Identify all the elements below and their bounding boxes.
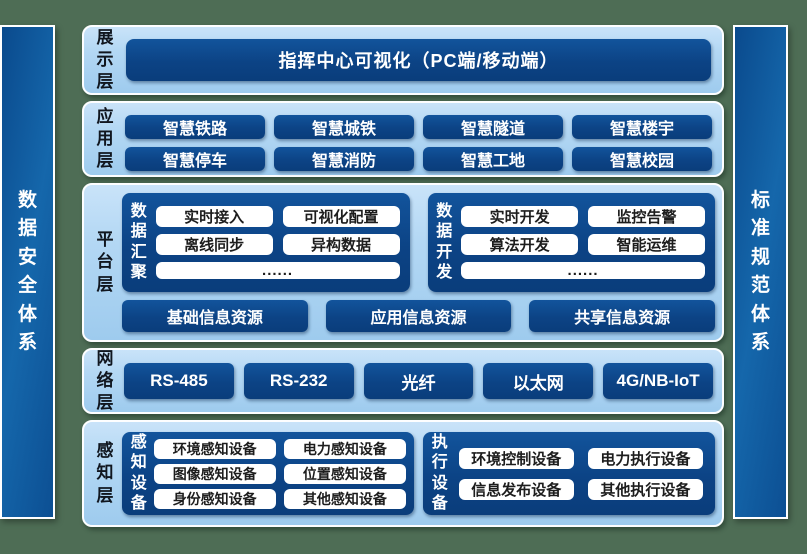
net-item-rs485: RS-485 bbox=[124, 363, 234, 399]
pill-env-control: 环境控制设备 bbox=[458, 447, 574, 469]
platform-resources-row: 基础信息资源 应用信息资源 共享信息资源 bbox=[122, 300, 716, 332]
pill-algorithm-dev: 算法开发 bbox=[461, 234, 579, 255]
pill-offline-sync: 离线同步 bbox=[155, 234, 273, 255]
layer-perception-content: 感知设备 环境感知设备 电力感知设备 图像感知设备 位置感知设备 身份感知设备 … bbox=[122, 427, 715, 520]
app-item-smart-fire: 智慧消防 bbox=[274, 147, 414, 171]
app-item-smart-campus: 智慧校园 bbox=[572, 147, 712, 171]
resource-application-info: 应用信息资源 bbox=[325, 300, 512, 332]
sensing-devices-panel: 感知设备 环境感知设备 电力感知设备 图像感知设备 位置感知设备 身份感知设备 … bbox=[122, 432, 414, 515]
resource-shared-info: 共享信息资源 bbox=[529, 300, 716, 332]
layer-platform-label: 平台层 bbox=[96, 230, 114, 294]
app-item-smart-railway: 智慧铁路 bbox=[125, 115, 265, 139]
data-aggregation-grid: 实时接入 可视化配置 离线同步 异构数据 ...... bbox=[155, 206, 400, 279]
pill-aggregation-more: ...... bbox=[155, 262, 400, 279]
pill-visual-config: 可视化配置 bbox=[282, 206, 400, 227]
data-development-panel-label: 数据开发 bbox=[436, 202, 453, 281]
platform-groups-row: 数据汇聚 实时接入 可视化配置 离线同步 异构数据 ...... 数据开发 实时… bbox=[122, 193, 715, 292]
layer-display-label: 展示层 bbox=[96, 27, 114, 92]
actuator-devices-grid: 环境控制设备 电力执行设备 信息发布设备 其他执行设备 bbox=[455, 446, 707, 502]
layer-display: 展示层 指挥中心可视化（PC端/移动端） bbox=[82, 25, 724, 95]
layer-application: 应用层 智慧铁路 智慧城铁 智慧隧道 智慧楼宇 智慧停车 智慧消防 智慧工地 智… bbox=[82, 101, 724, 177]
app-item-smart-tunnel: 智慧隧道 bbox=[423, 115, 563, 139]
resource-basic-info: 基础信息资源 bbox=[122, 300, 308, 332]
pill-other-sensing: 其他感知设备 bbox=[283, 488, 406, 509]
actuator-devices-panel-label: 执行设备 bbox=[431, 433, 448, 512]
pill-realtime-access: 实时接入 bbox=[155, 206, 273, 227]
data-security-pillar-label: 数据安全体系 bbox=[17, 189, 37, 354]
layer-application-content: 智慧铁路 智慧城铁 智慧隧道 智慧楼宇 智慧停车 智慧消防 智慧工地 智慧校园 bbox=[122, 108, 715, 171]
standards-pillar-label: 标准规范体系 bbox=[750, 189, 770, 354]
data-development-panel: 数据开发 实时开发 监控告警 算法开发 智能运维 ...... bbox=[427, 193, 715, 292]
app-item-smart-metro: 智慧城铁 bbox=[274, 115, 414, 139]
data-aggregation-panel-label: 数据汇聚 bbox=[130, 202, 147, 281]
data-aggregation-panel: 数据汇聚 实时接入 可视化配置 离线同步 异构数据 ...... bbox=[122, 193, 410, 292]
layer-platform-content: 数据汇聚 实时接入 可视化配置 离线同步 异构数据 ...... 数据开发 实时… bbox=[122, 190, 716, 335]
layer-display-content: 指挥中心可视化（PC端/移动端） bbox=[122, 32, 715, 88]
sensing-devices-grid: 环境感知设备 电力感知设备 图像感知设备 位置感知设备 身份感知设备 其他感知设… bbox=[153, 438, 406, 509]
pill-env-sensing: 环境感知设备 bbox=[153, 438, 276, 459]
pill-power-actuator: 电力执行设备 bbox=[587, 447, 703, 469]
pill-image-sensing: 图像感知设备 bbox=[153, 463, 276, 484]
net-item-fiber: 光纤 bbox=[363, 363, 474, 399]
pill-identity-sensing: 身份感知设备 bbox=[153, 488, 276, 509]
pill-smart-ops: 智能运维 bbox=[588, 234, 705, 255]
layer-network: 网络层 RS-485 RS-232 光纤 以太网 4G/NB-IoT bbox=[82, 348, 724, 414]
data-security-pillar: 数据安全体系 bbox=[0, 25, 55, 519]
layer-perception: 感知层 感知设备 环境感知设备 电力感知设备 图像感知设备 位置感知设备 身份感… bbox=[82, 420, 724, 527]
data-development-grid: 实时开发 监控告警 算法开发 智能运维 ...... bbox=[461, 206, 705, 279]
net-item-ethernet: 以太网 bbox=[483, 363, 594, 399]
pill-heterogeneous-data: 异构数据 bbox=[282, 234, 400, 255]
net-item-4g-nbiot: 4G/NB-IoT bbox=[603, 363, 713, 399]
pill-info-publish: 信息发布设备 bbox=[458, 478, 574, 500]
layer-perception-label: 感知层 bbox=[96, 441, 114, 505]
pill-location-sensing: 位置感知设备 bbox=[283, 463, 406, 484]
sensing-devices-panel-label: 感知设备 bbox=[130, 433, 147, 512]
app-item-smart-site: 智慧工地 bbox=[423, 147, 563, 171]
layer-network-label: 网络层 bbox=[96, 348, 114, 413]
net-item-rs232: RS-232 bbox=[243, 363, 354, 399]
layer-network-content: RS-485 RS-232 光纤 以太网 4G/NB-IoT bbox=[122, 355, 715, 407]
command-center-title-bar: 指挥中心可视化（PC端/移动端） bbox=[126, 39, 711, 81]
pill-monitor-alert: 监控告警 bbox=[588, 206, 705, 227]
layer-platform: 平台层 数据汇聚 实时接入 可视化配置 离线同步 异构数据 ...... 数据开… bbox=[82, 183, 724, 342]
app-item-smart-parking: 智慧停车 bbox=[125, 147, 265, 171]
pill-realtime-dev: 实时开发 bbox=[461, 206, 579, 227]
pill-power-sensing: 电力感知设备 bbox=[283, 438, 406, 459]
standards-pillar: 标准规范体系 bbox=[733, 25, 788, 519]
app-item-smart-building: 智慧楼宇 bbox=[572, 115, 712, 139]
actuator-devices-panel: 执行设备 环境控制设备 电力执行设备 信息发布设备 其他执行设备 bbox=[423, 432, 715, 515]
pill-other-actuator: 其他执行设备 bbox=[587, 478, 703, 500]
pill-development-more: ...... bbox=[461, 262, 705, 279]
layer-application-label: 应用层 bbox=[96, 106, 114, 171]
